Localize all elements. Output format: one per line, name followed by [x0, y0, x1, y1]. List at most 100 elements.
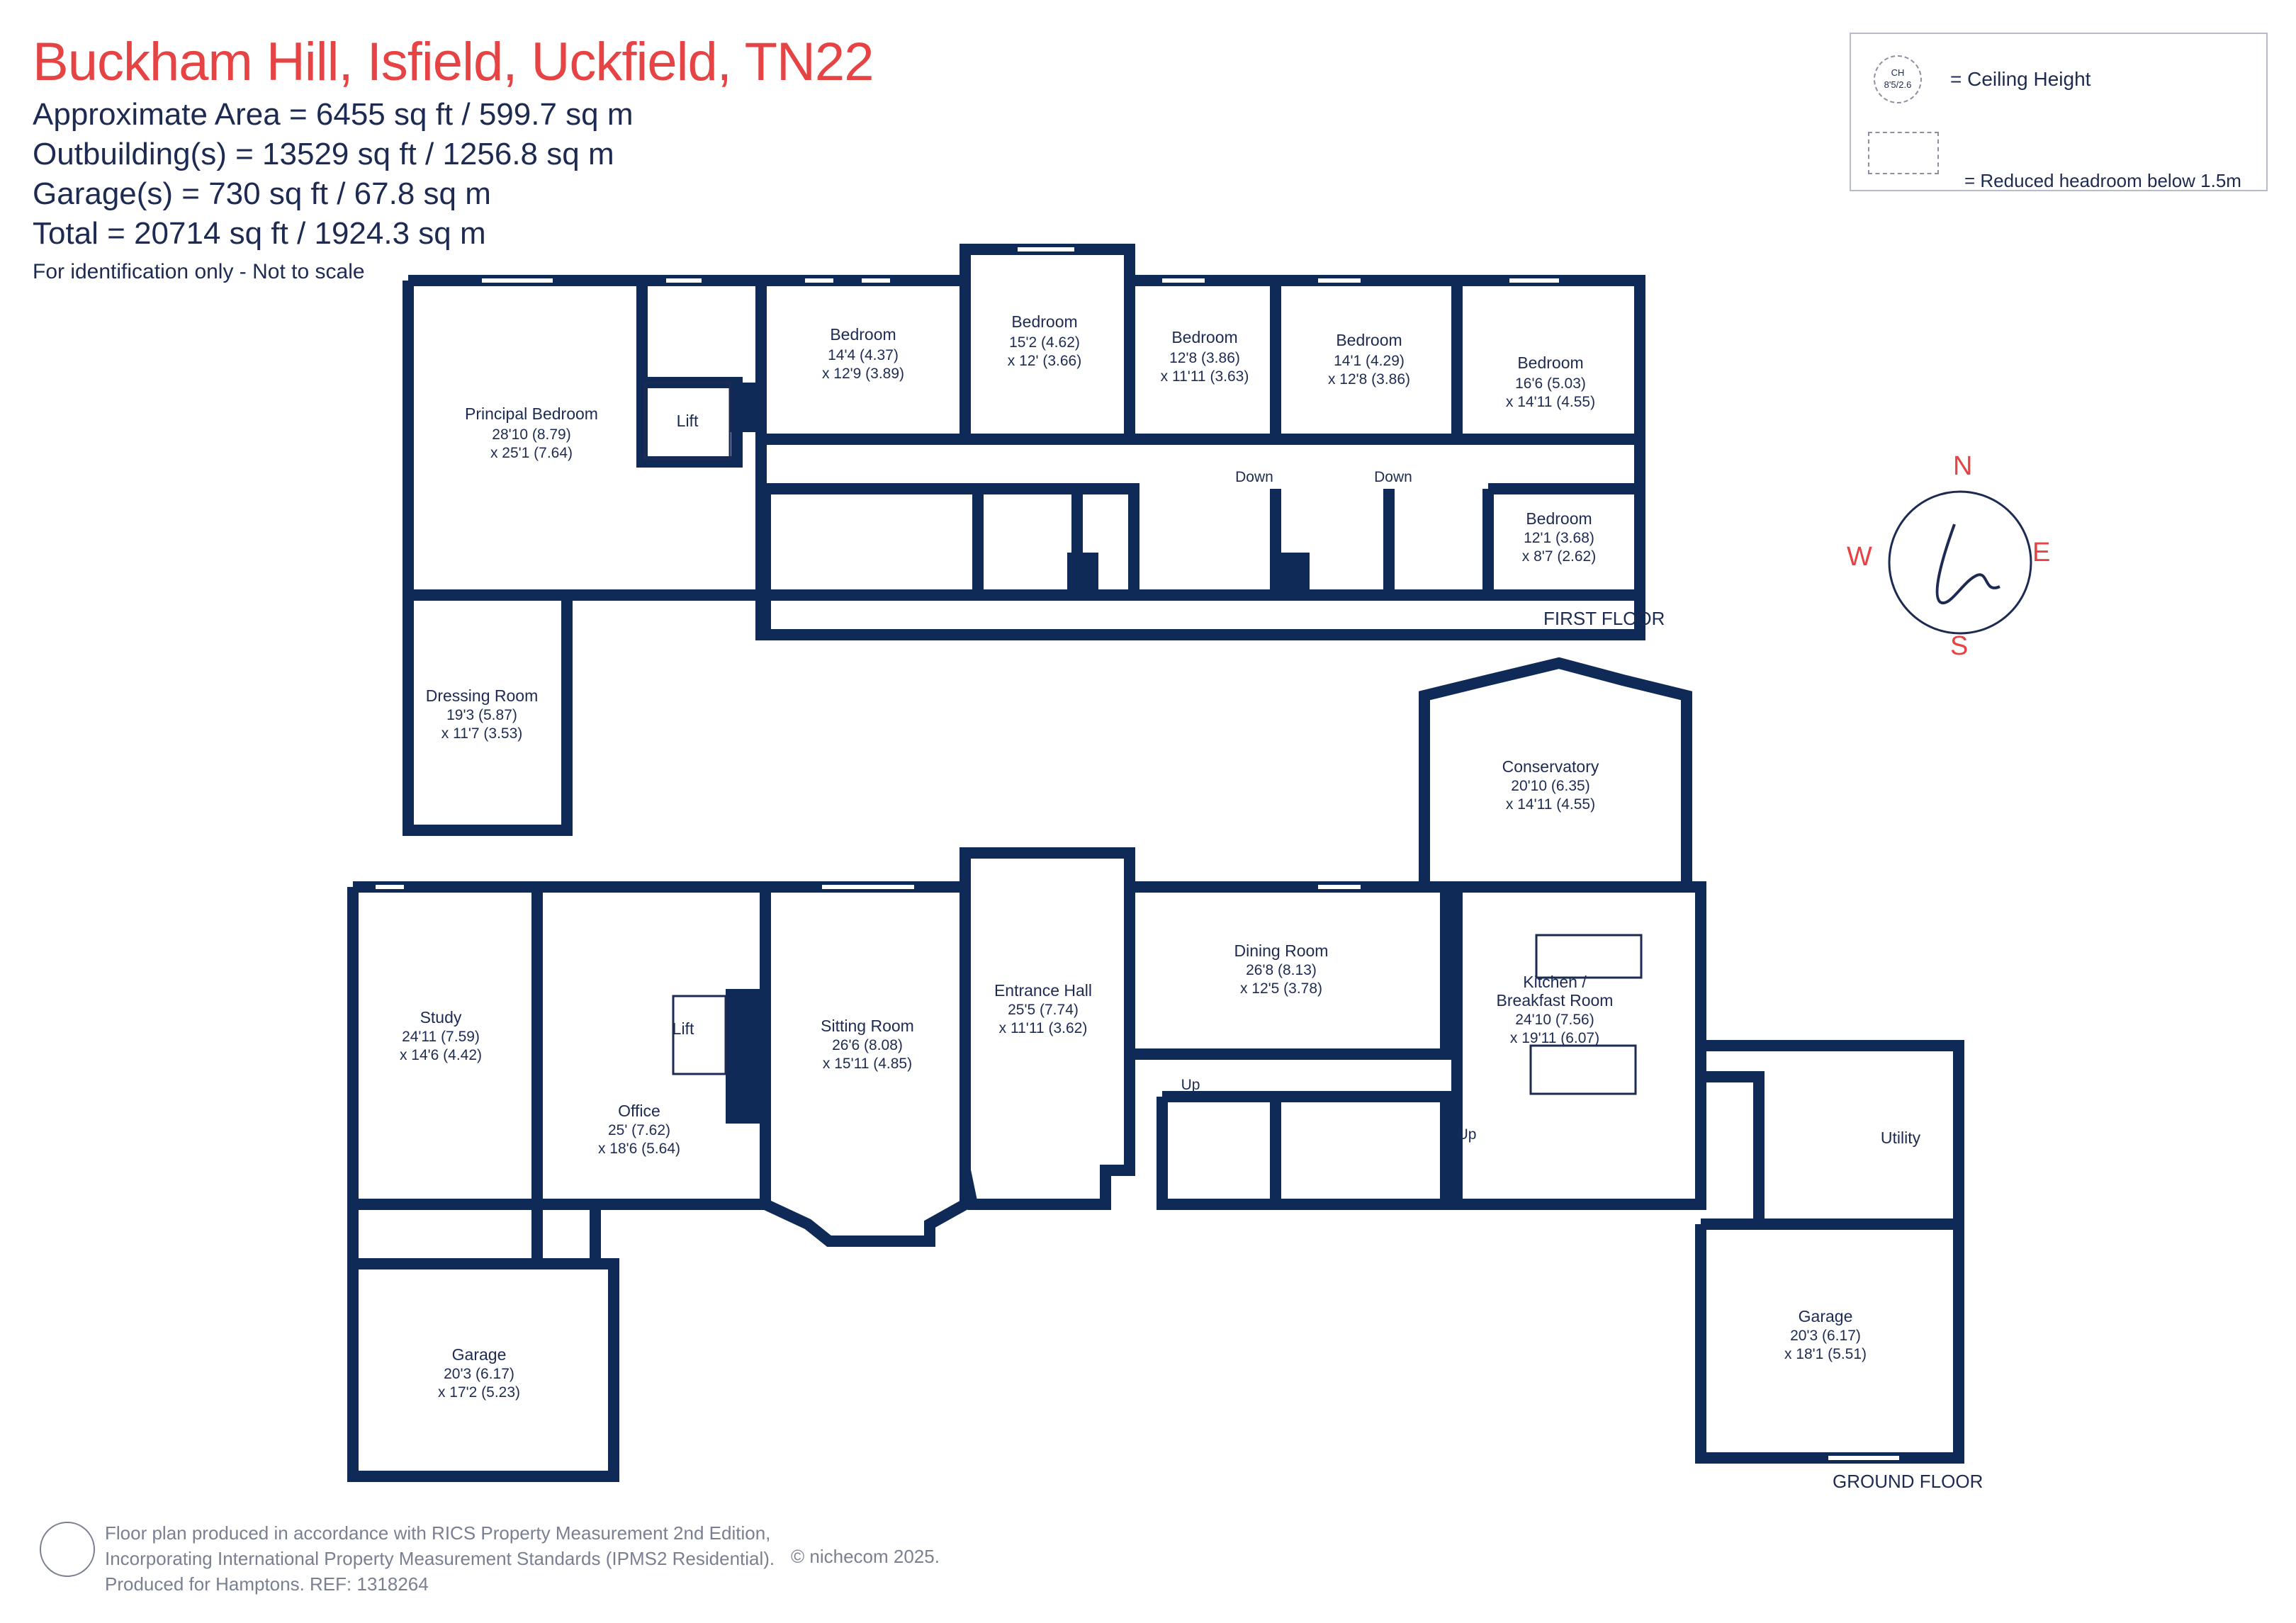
- garages-area: Garage(s) = 730 sq ft / 67.8 sq m: [33, 176, 491, 211]
- footer: Floor plan produced in accordance with R…: [105, 1520, 775, 1597]
- legend-box: CH 8'5/2.6 = Ceiling Height = Reduced he…: [1850, 33, 2268, 191]
- office-dim2: x 18'6 (5.64): [598, 1141, 680, 1157]
- property-title: Buckham Hill, Isfield, Uckfield, TN22: [33, 32, 874, 92]
- stairs-down-1: Down: [1235, 469, 1273, 485]
- principal-bedroom-name: Principal Bedroom: [465, 405, 598, 423]
- sitting-room: [762, 881, 971, 1247]
- first-floor-label: FIRST FLOOR: [1543, 608, 1665, 629]
- lift-box-first: [643, 381, 731, 460]
- approx-area: Approximate Area = 6455 sq ft / 599.7 sq…: [33, 97, 634, 132]
- bedroom6-dim2: x 8'7 (2.62): [1522, 548, 1596, 565]
- total-area: Total = 20714 sq ft / 1924.3 sq m: [33, 216, 486, 251]
- dressing-room-name: Dressing Room: [426, 686, 539, 705]
- conservatory: [1419, 657, 1692, 887]
- bedroom1-name: Bedroom: [830, 325, 896, 344]
- kitchen-name-2: Breakfast Room: [1497, 991, 1614, 1010]
- lift-shaft-fill-ground: [726, 989, 765, 1124]
- dressing-room-dim1: 19'3 (5.87): [446, 707, 517, 723]
- ceiling-icon-value: 8'5/2.6: [1884, 79, 1912, 90]
- ground-floor-label: GROUND FLOOR: [1833, 1471, 1983, 1492]
- ceiling-height-icon: CH 8'5/2.6: [1874, 55, 1922, 103]
- entrance-hall-name: Entrance Hall: [994, 981, 1092, 1000]
- first-floor-lower-wing: [755, 489, 1645, 640]
- compass-north: N: [1953, 451, 1972, 481]
- first-floor-bath-block: [761, 483, 1395, 595]
- header: Buckham Hill, Isfield, Uckfield, TN22 Ap…: [33, 30, 874, 288]
- bedroom4-dim2: x 12'8 (3.86): [1328, 371, 1410, 388]
- dining-room-name: Dining Room: [1234, 941, 1329, 960]
- dressing-room-dim2: x 11'7 (3.53): [441, 725, 523, 742]
- garage-right-dim1: 20'3 (6.17): [1790, 1328, 1861, 1344]
- bedroom2-dim1: 15'2 (4.62): [1009, 334, 1080, 351]
- stairs-down-2: Down: [1374, 469, 1412, 485]
- ensuite-block: [636, 281, 743, 468]
- dining-room-dim1: 26'8 (8.13): [1246, 962, 1317, 978]
- principal-bedroom-wall: [403, 281, 761, 601]
- bathroom-fill-1: [1067, 553, 1098, 595]
- utility-name: Utility: [1881, 1129, 1921, 1147]
- bedroom5-dim1: 16'6 (5.03): [1515, 375, 1586, 392]
- dining-room-dim2: x 12'5 (3.78): [1240, 980, 1322, 997]
- bedroom6-name: Bedroom: [1526, 509, 1592, 528]
- cloak-area: [1157, 1091, 1451, 1210]
- garage-left-dim1: 20'3 (6.17): [444, 1366, 514, 1382]
- ground-ensuite: [353, 1199, 601, 1269]
- study-dim2: x 14'6 (4.42): [400, 1047, 482, 1063]
- garage-right-name: Garage: [1799, 1307, 1853, 1325]
- dressing-room: [403, 595, 573, 836]
- bedroom5-name: Bedroom: [1517, 354, 1583, 372]
- lift-first-label: Lift: [677, 412, 699, 430]
- copyright: © nichecom 2025.: [791, 1546, 940, 1567]
- bedroom2-name: Bedroom: [1011, 312, 1077, 331]
- ground-garage-left: [347, 1258, 619, 1482]
- kitchen-hob-counter: [1535, 934, 1643, 979]
- scale-note: For identification only - Not to scale: [33, 260, 365, 283]
- bedroom3-dim1: 12'8 (3.86): [1169, 350, 1240, 366]
- compass-south: S: [1950, 631, 1968, 661]
- entrance-hall: [960, 847, 1135, 1210]
- office-name: Office: [618, 1102, 660, 1120]
- person-icon: [40, 1522, 95, 1577]
- bedroom3-name: Bedroom: [1171, 328, 1237, 346]
- study-dim1: 24'11 (7.59): [402, 1029, 480, 1045]
- stairs-up-2: Up: [1458, 1126, 1477, 1143]
- kitchen-dim1: 24'10 (7.56): [1515, 1012, 1594, 1028]
- outbuildings-area: Outbuilding(s) = 13529 sq ft / 1256.8 sq…: [33, 137, 614, 171]
- garage-right-dim2: x 18'1 (5.51): [1784, 1346, 1867, 1362]
- footer-line-2: Incorporating International Property Mea…: [105, 1548, 775, 1569]
- kitchen-island: [1529, 1044, 1637, 1095]
- reduced-headroom-text: = Reduced headroom below 1.5m: [1964, 170, 2241, 191]
- principal-bedroom-dim1: 28'10 (8.79): [492, 426, 570, 443]
- sitting-room-dim1: 26'6 (8.08): [832, 1037, 903, 1053]
- kitchen-dim2: x 19'11 (6.07): [1510, 1030, 1599, 1046]
- kitchen-name-1: Kitchen /: [1523, 973, 1587, 991]
- principal-bedroom-dim2: x 25'1 (7.64): [490, 445, 573, 461]
- entrance-hall-dim1: 25'5 (7.74): [1008, 1002, 1079, 1018]
- stairs-up-1: Up: [1181, 1077, 1200, 1093]
- entrance-hall-dim2: x 11'11 (3.62): [999, 1020, 1088, 1036]
- bedroom1-dim1: 14'4 (4.37): [828, 347, 899, 363]
- compass-rose: N E S W: [1847, 451, 2050, 661]
- ceiling-height-text: = Ceiling Height: [1950, 68, 2091, 90]
- study-name: Study: [420, 1008, 462, 1027]
- compass-west: W: [1847, 542, 1872, 572]
- bedroom4-dim1: 14'1 (4.29): [1334, 353, 1405, 369]
- dining-room: [1130, 881, 1451, 1060]
- ground-garage-right: [1695, 1218, 1964, 1464]
- bedroom6-dim1: 12'1 (3.68): [1524, 530, 1594, 546]
- lift-shaft-fill-first: [730, 383, 761, 432]
- footer-line-1: Floor plan produced in accordance with R…: [105, 1522, 771, 1544]
- lift-ground-label: Lift: [673, 1019, 694, 1038]
- office-dim1: 25' (7.62): [608, 1122, 670, 1138]
- ceiling-icon-label: CH: [1891, 67, 1905, 78]
- conservatory-dim2: x 14'11 (4.55): [1506, 796, 1595, 813]
- conservatory-dim1: 20'10 (6.35): [1511, 778, 1589, 794]
- reduced-headroom-icon: [1868, 132, 1939, 174]
- bathroom-fill-2: [1278, 553, 1310, 595]
- bedroom4-name: Bedroom: [1336, 331, 1402, 349]
- conservatory-name: Conservatory: [1502, 757, 1599, 776]
- lift-box-ground: [672, 995, 727, 1075]
- compass-east: E: [2032, 538, 2050, 567]
- bedroom3-dim2: x 11'11 (3.63): [1161, 368, 1249, 385]
